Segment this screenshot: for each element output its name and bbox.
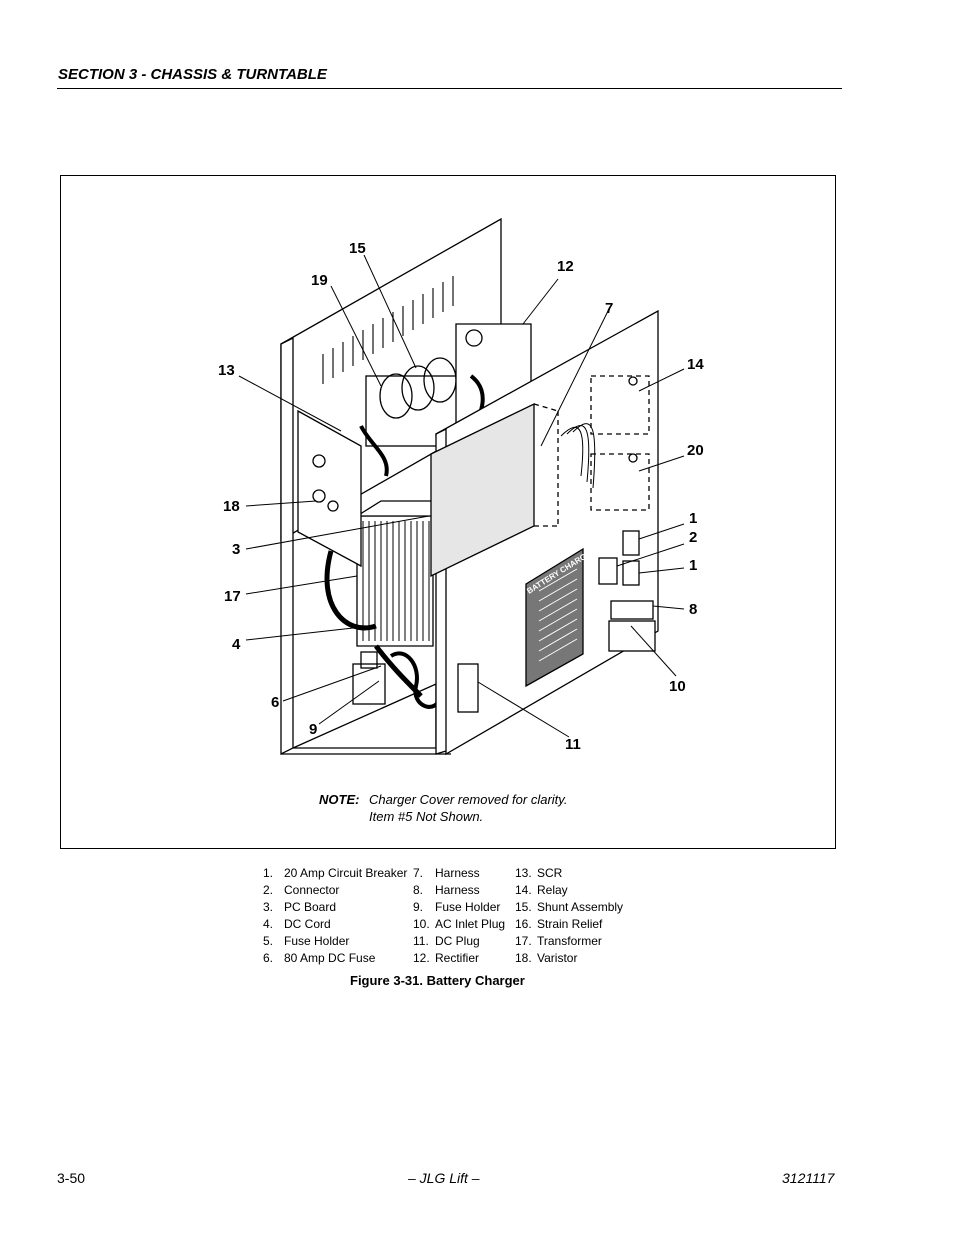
document-number: 3121117 (782, 1170, 835, 1186)
legend-item: 13.SCR (515, 866, 563, 880)
battery-charger-illustration: BATTERY CHARGER (238, 217, 685, 756)
callout-9: 9 (309, 721, 318, 738)
legend-item: 8.Harness (413, 883, 480, 898)
legend-col-1: 1.20 Amp Circuit Breaker 2.Connector 3.P… (263, 865, 407, 968)
note-line-2: Item #5 Not Shown. (369, 809, 484, 824)
legend-item: 2.Connector (263, 883, 340, 898)
callout-10: 10 (669, 678, 686, 695)
callout-11: 11 (565, 736, 581, 753)
legend-item: 12.Rectifier (413, 951, 480, 966)
legend-item: 18.Varistor (515, 951, 578, 966)
callout-14: 14 (687, 356, 704, 373)
figure-caption: Figure 3-31. Battery Charger (350, 973, 525, 988)
legend-item: 7.Harness (413, 866, 480, 880)
legend-item: 15.Shunt Assembly (515, 900, 624, 915)
legend-item: 17.Transformer (515, 934, 602, 949)
section-title: SECTION 3 - CHASSIS & TURNTABLE (58, 66, 327, 83)
figure-frame: BATTERY CHARGER (60, 175, 836, 849)
callout-2: 2 (689, 529, 698, 546)
legend-item: 1.20 Amp Circuit Breaker (263, 866, 408, 880)
callout-15: 15 (349, 240, 366, 257)
legend-item: 10.AC Inlet Plug (413, 917, 506, 932)
callout-6: 6 (271, 694, 280, 711)
callout-8: 8 (689, 601, 698, 618)
figure-note: NOTE:Charger Cover removed for clarity. … (319, 792, 567, 824)
section-divider (57, 88, 842, 89)
callout-17: 17 (224, 588, 241, 605)
callout-12: 12 (557, 258, 574, 275)
legend-item: 9.Fuse Holder (413, 900, 501, 915)
callout-19: 19 (311, 272, 328, 289)
note-line-1: Charger Cover removed for clarity. (369, 792, 568, 807)
legend-item: 14.Relay (515, 883, 568, 898)
note-label: NOTE: (319, 792, 360, 807)
callout-1-top: 1 (689, 510, 698, 527)
callout-18: 18 (223, 498, 240, 515)
page-number: 3-50 (57, 1170, 86, 1186)
legend-item: 3.PC Board (263, 900, 337, 915)
callout-1-bottom: 1 (689, 557, 698, 574)
legend-item: 4.DC Cord (263, 917, 331, 932)
callout-20: 20 (687, 442, 704, 459)
callout-4: 4 (232, 636, 241, 653)
callout-13: 13 (218, 362, 235, 379)
legend-col-2: 7.Harness 8.Harness 9.Fuse Holder 10.AC … (413, 865, 505, 968)
callout-7: 7 (605, 300, 614, 317)
legend-item: 5.Fuse Holder (263, 934, 350, 949)
legend-item: 6.80 Amp DC Fuse (263, 951, 376, 966)
footer-brand: – JLG Lift – (408, 1170, 480, 1186)
callout-3: 3 (232, 541, 241, 558)
legend-col-3: 13.SCR 14.Relay 15.Shunt Assembly 16.Str… (515, 865, 623, 968)
legend-item: 16.Strain Relief (515, 917, 603, 932)
legend-item: 11.DC Plug (413, 934, 480, 949)
